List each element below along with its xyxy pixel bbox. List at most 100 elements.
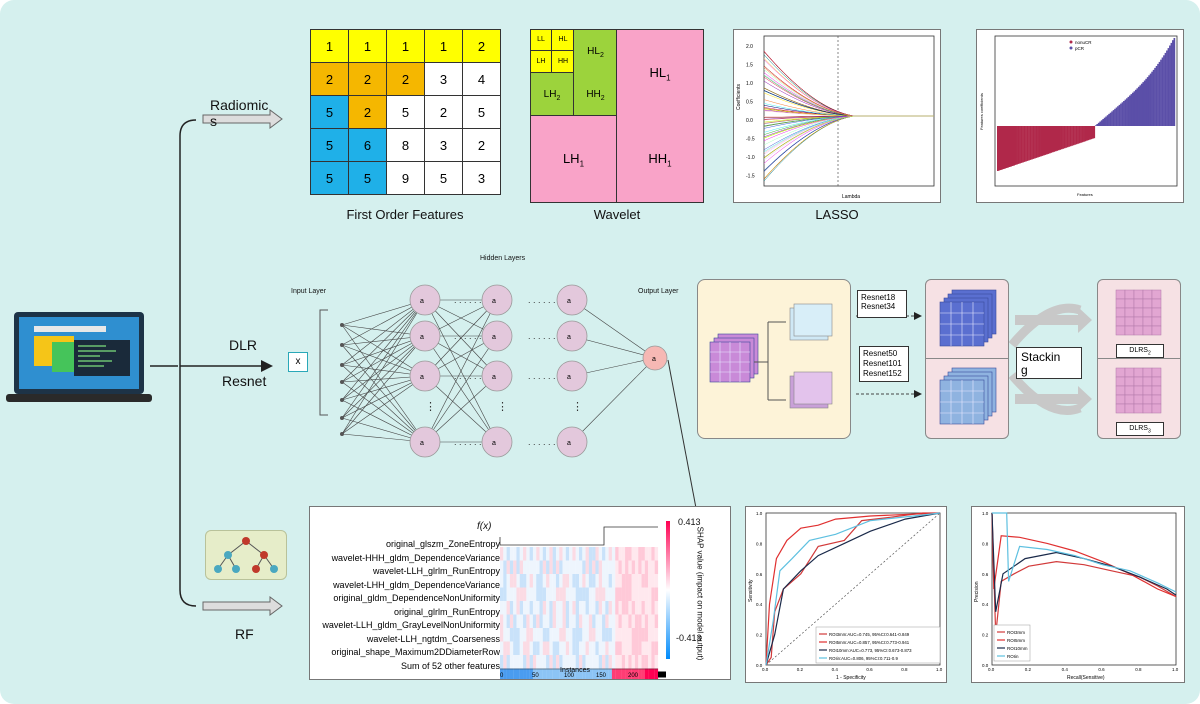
grid-cell: 3: [424, 128, 463, 162]
shap-cell: [555, 547, 560, 561]
shap-cell: [559, 560, 563, 574]
svg-text:⋮: ⋮: [497, 401, 508, 413]
roc-legend-text: ROI3mm:AUC=0.745, 95%CI:0.641-0.849: [829, 632, 910, 637]
shap-cell: [638, 641, 642, 655]
shap-cell: [621, 614, 626, 628]
wavelet-decomposition: LL HL LH HH HL2 LH2 HH2 HL1 LH1 HH1: [530, 29, 704, 203]
shap-cell: [529, 628, 534, 642]
shap-cell: [605, 628, 609, 642]
coef-bar: [1035, 126, 1038, 158]
wavelet-level3: LL HL LH HH: [531, 30, 574, 73]
shap-cell: [618, 655, 622, 669]
shap-cell: [651, 574, 655, 588]
coef-bar: [1063, 126, 1066, 149]
shap-cell: [500, 655, 504, 669]
dlrs-cell: [1151, 325, 1162, 336]
shap-cell: [523, 574, 527, 588]
lasso-path: [763, 115, 934, 127]
shap-cell: [641, 547, 645, 561]
roc-xtick: 1.0: [936, 667, 943, 672]
shap-cell: [569, 547, 573, 561]
coef-bar: [1160, 59, 1162, 127]
pr-legend-text: ROI3mm: [1007, 630, 1025, 635]
roc-ytick: 0.0: [756, 663, 763, 668]
shap-cell: [625, 560, 629, 574]
shap-cell: [506, 601, 510, 615]
shap-cell: [595, 574, 599, 588]
shap-cell: [575, 628, 580, 642]
coef-bar: [1048, 126, 1051, 154]
dlrs2-label: DLRS2: [1116, 344, 1164, 358]
dlrs-cell: [1142, 298, 1153, 309]
shap-cell: [562, 547, 566, 561]
shap-cell: [634, 601, 639, 615]
lasso-ytick: -1.5: [746, 174, 755, 180]
shap-feature-label: wavelet-LHH_gldm_DependenceVariance: [333, 579, 500, 590]
coef-bar: [1042, 126, 1045, 156]
grid-cell: 2: [462, 128, 501, 162]
shap-feature-label: wavelet-HHH_gldm_DependenceVariance: [331, 552, 500, 563]
shap-cell: [523, 614, 527, 628]
shap-cell: [625, 601, 629, 615]
shap-cell: [565, 668, 570, 679]
shap-cell: [546, 655, 550, 669]
shap-cell: [602, 601, 606, 615]
shap-cell: [519, 614, 524, 628]
neuron-label: a: [420, 298, 424, 305]
nn-edge: [341, 299, 426, 401]
shap-cell: [654, 614, 659, 628]
shap-cell: [549, 655, 553, 669]
layer-dots: . . . . . .: [528, 295, 556, 305]
shap-xtick: 200: [628, 673, 639, 679]
shap-cell: [559, 655, 563, 669]
roc-curve: [765, 512, 940, 666]
shap-cell: [585, 574, 589, 588]
lh3: LH: [531, 51, 552, 73]
lasso-path: [763, 115, 934, 127]
input-neuron: [340, 363, 344, 367]
dlrs-cell: [1115, 289, 1126, 300]
shap-cell: [648, 574, 652, 588]
shap-cell: [549, 574, 553, 588]
shap-cell: [631, 560, 636, 574]
coef-bar: [1005, 126, 1008, 168]
shap-cell: [651, 547, 655, 561]
shap-feature-label: original_gldm_DependenceNonUniformity: [333, 593, 500, 603]
dlrs-cell: [1133, 367, 1144, 378]
grid-cell: 2: [386, 62, 425, 96]
shap-cell: [621, 574, 626, 588]
laptop-icon: [6, 312, 152, 402]
shap-cell: [579, 668, 583, 679]
shap-cell: [552, 641, 557, 655]
input-neuron: [340, 432, 344, 436]
shap-cell: [552, 587, 557, 601]
dlrs-cell: [1151, 289, 1162, 300]
dlrs-cell: [1142, 385, 1153, 396]
coef-bar: [1068, 126, 1070, 147]
coef-bar: [1004, 126, 1007, 169]
nn-edge: [341, 299, 426, 419]
shap-cell: [532, 668, 537, 679]
shap-cell: [506, 614, 510, 628]
nn-edge: [341, 375, 426, 435]
shap-cell: [618, 601, 622, 615]
shap-cell: [559, 614, 563, 628]
shap-feature-label: original_glrlm_RunEntropy: [393, 606, 500, 617]
shap-cell: [631, 574, 636, 588]
coef-bar: [1078, 126, 1081, 144]
shap-cell: [546, 574, 550, 588]
dlrs-cell: [1115, 367, 1126, 378]
roc-curve: [765, 512, 941, 666]
pr-ytick: 0.6: [982, 572, 989, 577]
coef-xlabel: Features: [1077, 192, 1093, 197]
shap-cell: [523, 668, 527, 679]
roc-curve: [765, 512, 941, 666]
shap-cell: [559, 574, 563, 588]
neuron-label: a: [420, 374, 424, 381]
shap-cell: [605, 574, 609, 588]
coef-bar: [1118, 104, 1121, 126]
shap-cell: [542, 655, 547, 669]
shap-cell: [615, 668, 619, 679]
